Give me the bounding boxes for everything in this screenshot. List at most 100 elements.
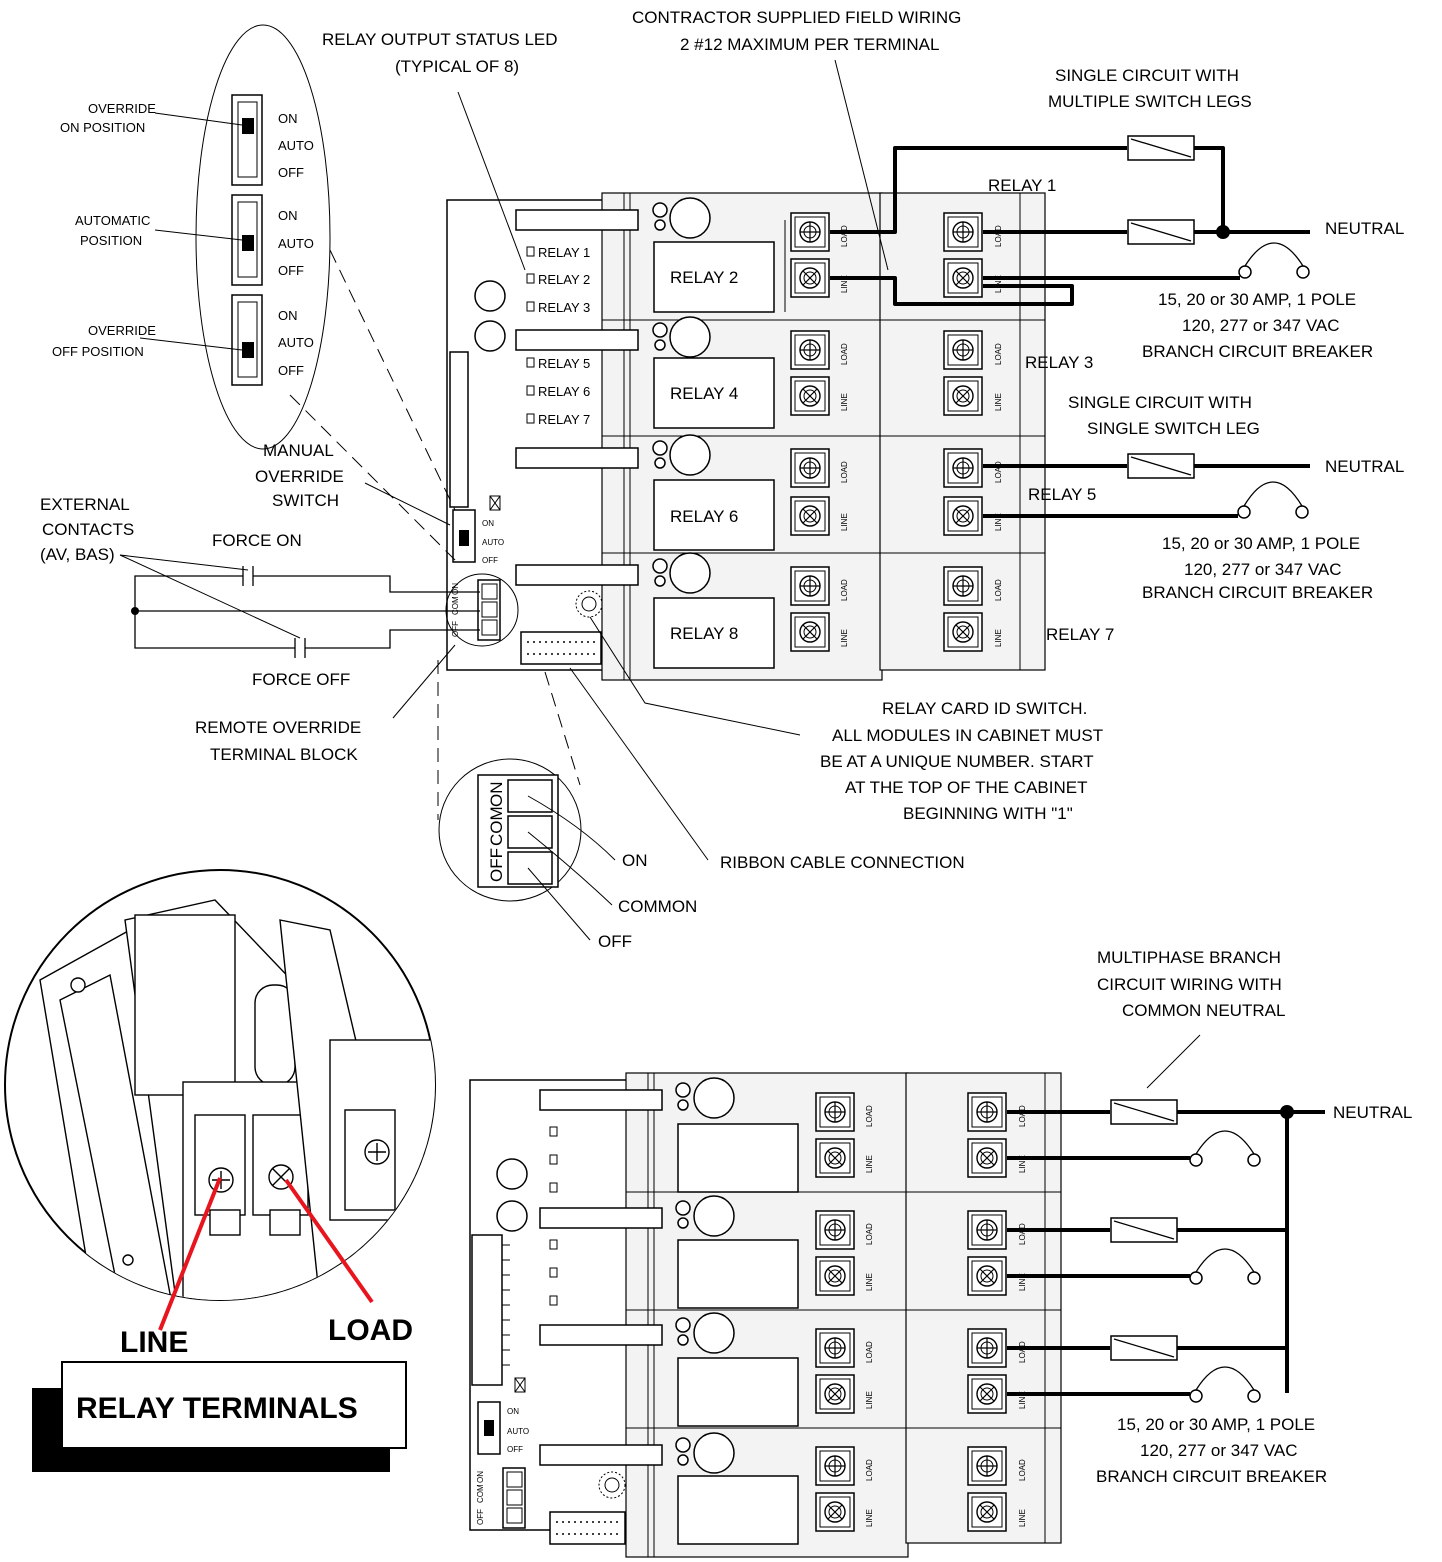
led-label: RELAY 5 <box>538 356 590 371</box>
tb-com-text: COM <box>476 1484 485 1503</box>
relay-2-label: RELAY 2 <box>670 268 738 287</box>
card-id-line3: BE AT A UNIQUE NUMBER. START <box>820 752 1094 771</box>
tb-on-text: ON <box>451 583 460 595</box>
single-multi-line1: SINGLE CIRCUIT WITH <box>1055 66 1239 85</box>
relay-3-label: RELAY 3 <box>1025 353 1093 372</box>
off-text: OFF <box>278 263 304 278</box>
breaker-line2: 120, 277 or 347 VAC <box>1182 316 1340 335</box>
tb-off-text: OFF <box>476 1509 485 1525</box>
ext-line1: EXTERNAL <box>40 495 130 514</box>
zoom-terminal: OFF COM ON ON COMMON OFF <box>437 660 697 951</box>
line-text: LINE <box>865 1391 874 1409</box>
photo-load-label: LOAD <box>328 1314 413 1347</box>
relay-6-label: RELAY 6 <box>670 507 738 526</box>
relay-7-label: RELAY 7 <box>1046 625 1114 644</box>
override-off-line2: OFF POSITION <box>52 344 144 359</box>
switch-on-text: ON <box>507 1407 519 1416</box>
off-text: OFF <box>278 363 304 378</box>
on-text: ON <box>278 308 298 323</box>
remote-line1: REMOTE OVERRIDE <box>195 718 361 737</box>
load-text: LOAD <box>865 1459 874 1481</box>
line-text: LINE <box>840 513 849 531</box>
breaker-line1: 15, 20 or 30 AMP, 1 POLE <box>1158 290 1356 309</box>
manual-line1: MANUAL <box>263 441 334 460</box>
relay-led-subtitle: (TYPICAL OF 8) <box>395 57 519 76</box>
switch-off-text: OFF <box>482 556 498 565</box>
single-multi-line2: MULTIPLE SWITCH LEGS <box>1048 92 1252 111</box>
load-text: LOAD <box>994 225 1003 247</box>
force-off-label: FORCE OFF <box>252 670 350 689</box>
relay-module-bottom: ON AUTO OFF OFF COM ON LOAD LINE LOAD LI… <box>469 1072 1062 1558</box>
relay-4-label: RELAY 4 <box>670 384 738 403</box>
relay-terminals-title: RELAY TERMINALS <box>76 1392 358 1425</box>
load-text: LOAD <box>840 579 849 601</box>
line-text: LINE <box>1018 1391 1027 1409</box>
led-list: RELAY 1 RELAY 2 RELAY 3 RELAY 5 RELAY 6 … <box>526 245 590 427</box>
load-text: LOAD <box>1018 1341 1027 1363</box>
zoom-off-text: OFF <box>487 848 506 882</box>
zoom-on-text: ON <box>487 782 506 808</box>
breaker-symbols-bottom <box>1189 1130 1261 1403</box>
led-label: RELAY 2 <box>538 272 590 287</box>
on-text: ON <box>278 111 298 126</box>
breaker-line2: 120, 277 or 347 VAC <box>1184 560 1342 579</box>
card-id-line2: ALL MODULES IN CABINET MUST <box>832 726 1103 745</box>
photo-line-label: LINE <box>120 1326 188 1359</box>
relay-8-label: RELAY 8 <box>670 624 738 643</box>
multiphase-line3: COMMON NEUTRAL <box>1122 1001 1285 1020</box>
load-text: LOAD <box>994 461 1003 483</box>
contractor-line1: CONTRACTOR SUPPLIED FIELD WIRING <box>632 8 961 27</box>
load-text: LOAD <box>1018 1223 1027 1245</box>
card-id-line1: RELAY CARD ID SWITCH. <box>882 699 1087 718</box>
line-text: LINE <box>840 393 849 411</box>
manual-line2: OVERRIDE <box>255 467 344 486</box>
line-text: LINE <box>994 393 1003 411</box>
switch-auto-text: AUTO <box>507 1427 529 1436</box>
card-id-callout: RELAY CARD ID SWITCH. ALL MODULES IN CAB… <box>569 616 1103 872</box>
single-single-line2: SINGLE SWITCH LEG <box>1087 419 1260 438</box>
switch-off-text: OFF <box>507 1445 523 1454</box>
line-text: LINE <box>840 629 849 647</box>
breaker-line3: BRANCH CIRCUIT BREAKER <box>1096 1467 1327 1486</box>
tb-com-text: COM <box>451 596 460 615</box>
line-text: LINE <box>865 1273 874 1291</box>
force-on-label: FORCE ON <box>212 531 302 550</box>
ext-line3: (AV, BAS) <box>40 545 115 564</box>
load-text: LOAD <box>865 1105 874 1127</box>
card-id-line5: BEGINNING WITH "1" <box>903 804 1073 823</box>
remote-line2: TERMINAL BLOCK <box>210 745 358 764</box>
zoom-off-label: OFF <box>598 932 632 951</box>
line-text: LINE <box>840 275 849 293</box>
led-label: RELAY 7 <box>538 412 590 427</box>
zoom-com-text: COM <box>487 806 506 846</box>
single-single-line1: SINGLE CIRCUIT WITH <box>1068 393 1252 412</box>
auto-text: AUTO <box>278 236 314 251</box>
led-label: RELAY 3 <box>538 300 590 315</box>
tb-off-text: OFF <box>451 621 460 637</box>
load-text: LOAD <box>865 1223 874 1245</box>
switch-on-text: ON <box>482 519 494 528</box>
override-on-line2: ON POSITION <box>60 120 145 135</box>
load-text: LOAD <box>1018 1459 1027 1481</box>
callouts-bottom: MULTIPHASE BRANCH CIRCUIT WIRING WITH CO… <box>1096 948 1412 1486</box>
breaker-symbols <box>1237 242 1310 519</box>
relay-led-title: RELAY OUTPUT STATUS LED <box>322 30 558 49</box>
neutral-label: NEUTRAL <box>1325 219 1404 238</box>
breaker-line1: 15, 20 or 30 AMP, 1 POLE <box>1117 1415 1315 1434</box>
auto-text: AUTO <box>278 138 314 153</box>
line-text: LINE <box>865 1155 874 1173</box>
manual-line3: SWITCH <box>272 491 339 510</box>
breaker-line1: 15, 20 or 30 AMP, 1 POLE <box>1162 534 1360 553</box>
override-off-line1: OVERRIDE <box>88 323 156 338</box>
terminal-blocks: LOAD LINE LOAD LINE LOAD LINE LOAD LINE … <box>790 212 1003 652</box>
neutral-label: NEUTRAL <box>1333 1103 1412 1122</box>
breaker-line3: BRANCH CIRCUIT BREAKER <box>1142 583 1373 602</box>
callouts-top: RELAY OUTPUT STATUS LED (TYPICAL OF 8) C… <box>322 8 1404 602</box>
on-text: ON <box>278 208 298 223</box>
load-text: LOAD <box>1018 1105 1027 1127</box>
load-text: LOAD <box>994 579 1003 601</box>
wiring-top <box>830 146 1310 518</box>
load-text: LOAD <box>840 343 849 365</box>
